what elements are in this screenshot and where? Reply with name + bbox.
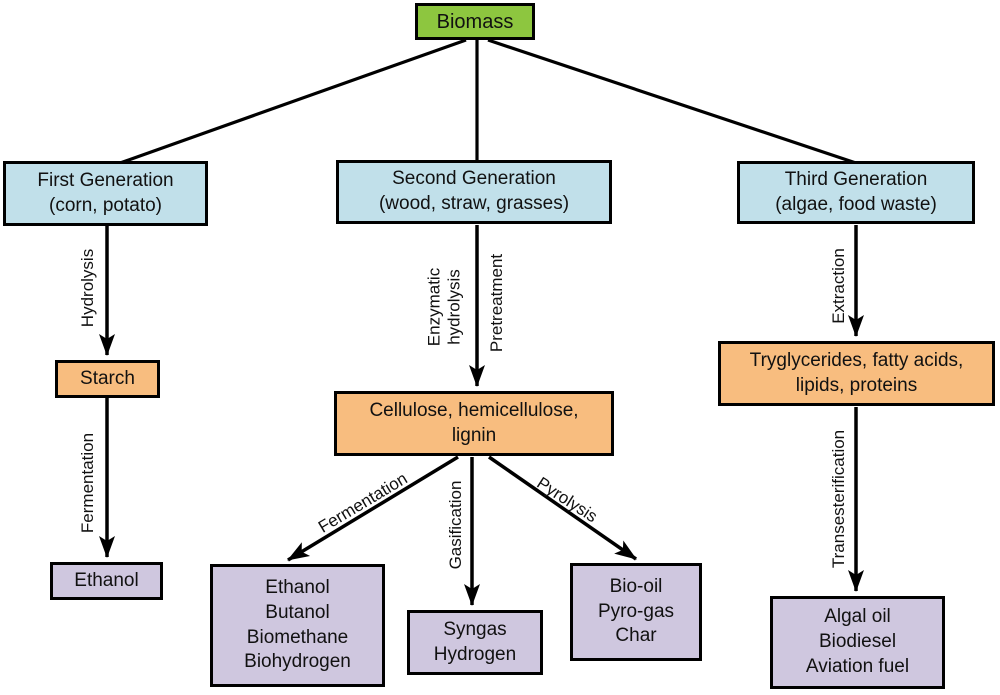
- pyrolysis-product-2: Pyro-gas: [597, 600, 675, 622]
- node-biomass: Biomass: [415, 3, 535, 40]
- label-transesterification: Transesterification: [829, 429, 849, 569]
- node-triglycerides-line2: lipids, proteins: [795, 374, 918, 396]
- node-first-generation-subtitle: (corn, potato): [49, 194, 162, 216]
- node-first-generation-title: First Generation: [37, 169, 174, 191]
- label-enzymatic-hydrolysis: Enzymatic hydrolysis: [424, 268, 463, 346]
- gasification-product-2: Hydrogen: [433, 643, 517, 665]
- node-second-generation: Second Generation (wood, straw, grasses): [336, 160, 612, 224]
- label-extraction: Extraction: [829, 248, 849, 324]
- node-first-generation: First Generation (corn, potato): [3, 161, 208, 226]
- edge-cellulose-pyrolysis-products: [488, 455, 637, 561]
- fermentation-product-3: Biomethane: [246, 626, 349, 648]
- node-algal-products: Algal oil Biodiesel Aviation fuel: [770, 596, 945, 689]
- node-cellulose: Cellulose, hemicellulose, lignin: [334, 391, 614, 456]
- algal-product-3: Aviation fuel: [805, 655, 910, 677]
- label-pretreatment: Pretreatment: [487, 253, 507, 353]
- fermentation-product-1: Ethanol: [265, 577, 330, 599]
- node-starch: Starch: [55, 360, 160, 398]
- label-gasification: Gasification: [446, 480, 466, 570]
- pyrolysis-product-3: Char: [615, 625, 657, 647]
- node-third-generation-subtitle: (algae, food waste): [775, 193, 937, 215]
- node-second-generation-subtitle: (wood, straw, grasses): [378, 193, 570, 214]
- label-enzymatic-line1: Enzymatic: [424, 267, 444, 347]
- node-fermentation-products: Ethanol Butanol Biomethane Biohydrogen: [210, 564, 385, 687]
- pyrolysis-product-1: Bio-oil: [609, 575, 663, 597]
- gasification-product-1: Syngas: [443, 618, 507, 640]
- label-hydrolysis: Hydrolysis: [78, 248, 98, 328]
- node-biomass-label: Biomass: [436, 10, 514, 33]
- node-pyrolysis-products: Bio-oil Pyro-gas Char: [570, 563, 702, 661]
- node-cellulose-line2: lignin: [451, 424, 497, 446]
- node-ethanol-label: Ethanol: [74, 569, 139, 591]
- node-third-generation-title: Third Generation: [784, 168, 928, 190]
- edge-biomass-first-gen: [119, 38, 467, 165]
- node-starch-label: Starch: [80, 367, 135, 389]
- node-second-generation-title: Second Generation: [392, 168, 556, 190]
- label-enzymatic-line2: hydrolysis: [444, 269, 463, 345]
- node-gasification-products: Syngas Hydrogen: [407, 610, 543, 675]
- edge-biomass-third-gen: [487, 38, 857, 165]
- node-triglycerides-line1: Tryglycerides, fatty acids,: [749, 349, 964, 371]
- label-fermentation-first: Fermentation: [78, 432, 98, 534]
- fermentation-product-2: Butanol: [265, 601, 330, 623]
- node-triglycerides: Tryglycerides, fatty acids, lipids, prot…: [718, 341, 995, 406]
- node-third-generation: Third Generation (algae, food waste): [737, 161, 975, 224]
- edge-cellulose-fermentation-products: [287, 455, 459, 562]
- algal-product-2: Biodiesel: [818, 631, 897, 653]
- algal-product-1: Algal oil: [824, 606, 891, 628]
- node-ethanol: Ethanol: [50, 562, 163, 600]
- node-cellulose-line1: Cellulose, hemicellulose,: [369, 399, 579, 421]
- fermentation-product-4: Biohydrogen: [244, 651, 351, 673]
